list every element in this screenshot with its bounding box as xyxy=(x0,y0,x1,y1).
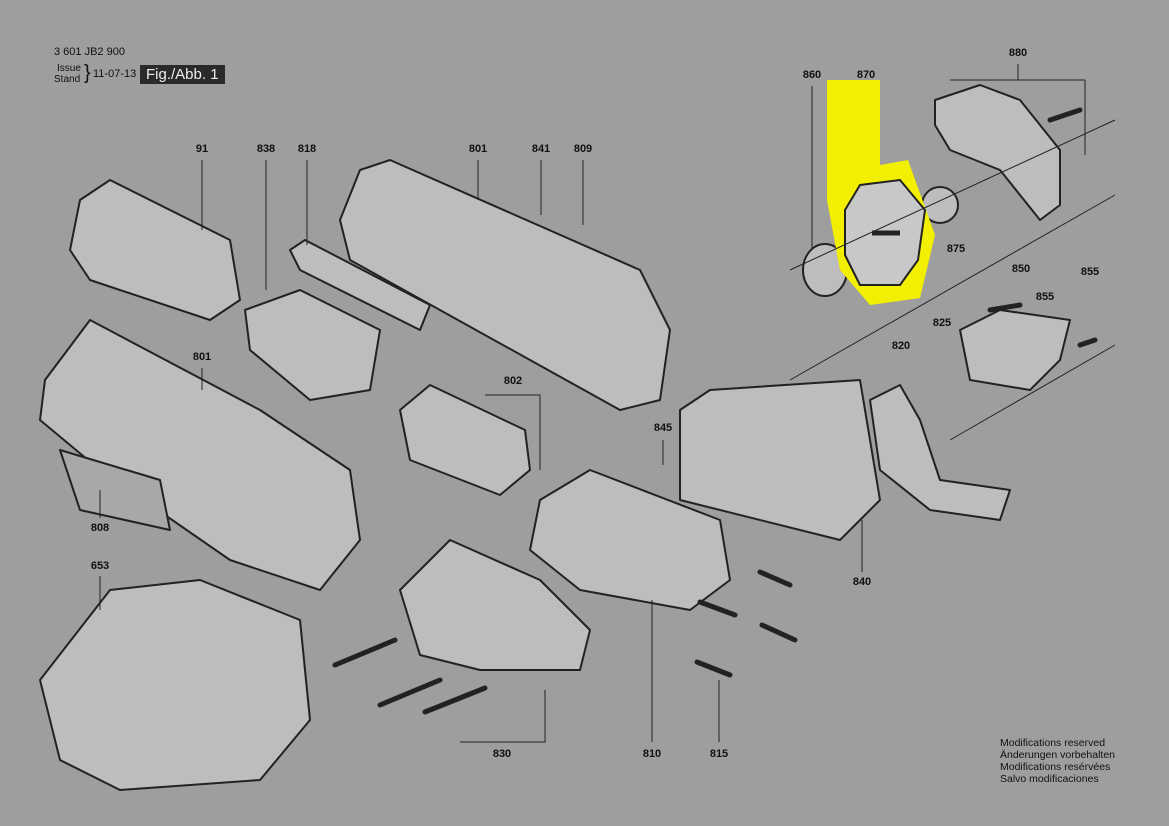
part-label-841: 841 xyxy=(531,143,551,155)
stand-label: Stand xyxy=(54,74,81,85)
modifications-fr: Modifications resérvées xyxy=(1000,761,1111,773)
part-label-653: 653 xyxy=(90,560,110,572)
motor xyxy=(399,384,531,496)
gearbox xyxy=(529,469,731,611)
part-label-860: 860 xyxy=(802,69,822,81)
part-label-808: 808 xyxy=(90,522,110,534)
part-label-810: 810 xyxy=(642,748,662,760)
sanding-pad xyxy=(869,384,1011,521)
head-cover xyxy=(679,379,881,541)
bracket-850 xyxy=(959,309,1071,391)
housing-half-top xyxy=(339,159,671,411)
part-label-870: 870 xyxy=(856,69,876,81)
document-number: 3 601 JB2 900 xyxy=(54,46,125,58)
part-label-840: 840 xyxy=(852,576,872,588)
part-label-855: 855 xyxy=(1035,291,1055,303)
modifications-en: Modifications reserved xyxy=(1000,737,1106,749)
figure-label: Fig./Abb. 1 xyxy=(140,65,225,84)
part-label-845: 845 xyxy=(653,422,673,434)
bracket: } xyxy=(84,62,91,84)
guard xyxy=(934,84,1061,221)
modifications-notice: Modifications reserved Änderungen vorbeh… xyxy=(1000,737,1115,785)
part-label-880: 880 xyxy=(1008,47,1028,59)
issue-date: 11-07-13 xyxy=(93,68,137,80)
issue-label: Issue xyxy=(57,63,81,74)
part-label-825: 825 xyxy=(932,317,952,329)
part-label-838: 838 xyxy=(256,143,276,155)
part-label-820: 820 xyxy=(891,340,911,352)
modifications-es: Salvo modificaciones xyxy=(1000,773,1099,785)
part-label-801: 801 xyxy=(468,143,488,155)
label-sticker xyxy=(59,449,171,531)
part-label-850: 850 xyxy=(1011,263,1031,275)
housing-half-bottom xyxy=(39,319,361,591)
part-label-855-b: 855 xyxy=(1080,266,1100,278)
part-label-875: 875 xyxy=(946,243,966,255)
part-label-809: 809 xyxy=(573,143,593,155)
part-label-801-b: 801 xyxy=(192,351,212,363)
part-label-802: 802 xyxy=(503,375,523,387)
modifications-de: Änderungen vorbehalten xyxy=(1000,749,1116,761)
charger xyxy=(39,579,311,791)
slider xyxy=(289,239,431,331)
part-label-91: 91 xyxy=(195,143,209,155)
part-label-830: 830 xyxy=(492,748,512,760)
battery-pack xyxy=(69,179,241,321)
part-label-818: 818 xyxy=(297,143,317,155)
front-cover xyxy=(399,539,591,671)
switch-module xyxy=(244,289,381,401)
part-label-815: 815 xyxy=(709,748,729,760)
